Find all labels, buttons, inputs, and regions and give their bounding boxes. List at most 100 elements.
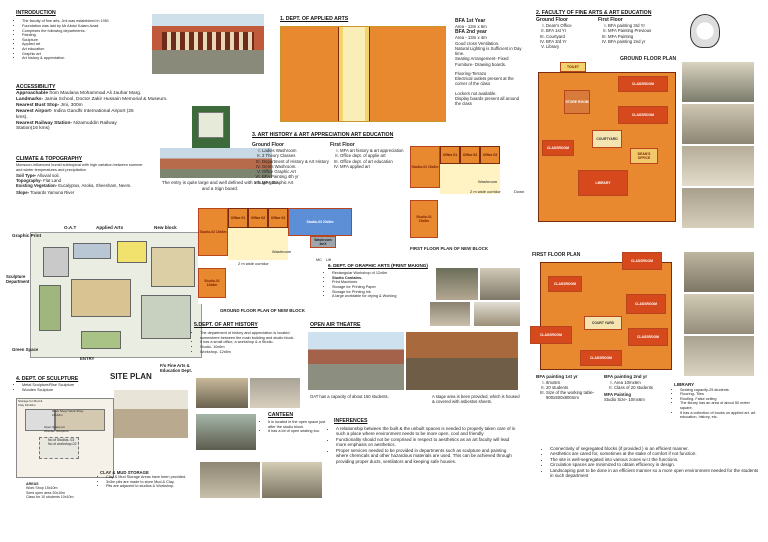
list-item: The faculty of fine arts, Jmi was establ… (22, 19, 126, 24)
list-item: MFA Painting (608, 34, 678, 39)
site-label-applied: Applied Arts (96, 225, 124, 230)
bfa-painting-1: BFA painting 1st yr 8mx5m 20 students Si… (536, 374, 600, 401)
oat-caption-1: OAT has a capacity of about 150 students… (310, 394, 389, 399)
climate-text: Monsoon-influenced humid subtropical wit… (16, 163, 143, 172)
gf-lift-label: Lift (326, 258, 332, 262)
list-item: Display boards present all around the cl… (455, 95, 520, 106)
ff-studio-01-room: Studio-01 15x8m (410, 200, 438, 238)
rail-text: Nizamuddin Railway Station(16 kms) (16, 120, 117, 132)
gf-washroom-label: Washroom (272, 249, 292, 254)
first-floor-plan-new-block: Studio-02 15x8m Office 01 Office 02 Offi… (410, 146, 520, 244)
list-item: Office dept. of applie art (340, 153, 410, 158)
toilet-room: TOILET (560, 62, 586, 72)
list-item: Wooden Sculpture (22, 388, 106, 393)
rail-label: Nearest Railway Station- (16, 120, 72, 126)
list-item: A relationship between the built & the u… (336, 426, 518, 437)
list-item: Foundation was laid by Mr Abdul Kalam Az… (22, 24, 126, 29)
graphic-photo-3 (430, 302, 470, 326)
art-history-photo-1 (196, 378, 248, 408)
entry-caption: The entry is quite large and well define… (161, 180, 279, 191)
painting-photo-5 (684, 252, 754, 292)
dept-art-title: 5.DEPT. OF ART HISTORY (194, 322, 258, 328)
list-item: Office dept. of art education (340, 159, 410, 164)
classroom-room: CLASSROOM (628, 328, 668, 346)
climate-section: CLIMATE & TOPOGRAPHY Monsoon-influenced … (16, 156, 148, 196)
office-02-room: Office 02 (248, 208, 268, 228)
painting-ground-title: Ground Floor (536, 17, 568, 23)
accessibility-title: ACCESSIBILITY (16, 84, 56, 90)
list-item: Connectivity of segregated blocks (if pr… (550, 446, 760, 451)
site-plan (30, 232, 202, 358)
list-item: Seating capacity-25 students (680, 388, 760, 393)
classroom-room: CLASSROOM (618, 76, 668, 92)
list-item: MFA Graphic Art (262, 180, 332, 185)
ff-corridor-label: 2 m wide corridor (470, 189, 501, 194)
accessibility-section: ACCESSIBILITY Approachable from Maulana … (16, 84, 184, 132)
first-floor-title: First Floor (330, 142, 355, 148)
bus-text: Jmi, 300m (59, 103, 83, 109)
list-item: Class of 20 students (614, 385, 670, 390)
building-photo (152, 14, 264, 74)
list-item: Dean's Office (546, 23, 596, 28)
list-item: MFA Painting Previous (608, 28, 678, 33)
sculpture-photo (114, 390, 188, 438)
washroom-3m: Washroom 3mX (310, 236, 336, 248)
list-item: Rectangular Workshop of 12x6m (332, 271, 420, 276)
list-item: MFA applied art (340, 164, 410, 169)
library-title: LIBRARY (674, 382, 695, 387)
arthistory-ground: Ground Floor Ladies Washroom 2 Theory Cl… (252, 142, 332, 185)
canteen-photo-1 (196, 414, 256, 450)
list-item: 20 students (546, 385, 600, 390)
list-item: Landscaping part to be done in an effici… (550, 468, 760, 479)
slope-text: Towards Yamuna River (29, 190, 75, 196)
entry-gate-photo (160, 148, 272, 178)
gf-mc-label: MC (316, 258, 322, 262)
landmarks-text: Jamia School, Doctor Zakir Hussain Memor… (43, 97, 168, 103)
list-item: Storage for Printing Paper (332, 285, 420, 290)
list-item: Electrical outlets present at the corner… (455, 76, 514, 87)
site-label-fa: F/o Fine Arts & Education Dept. (160, 363, 192, 374)
intro-title: INTRODUCTION (16, 10, 56, 16)
approach-text: from Maulana Mohammad Ali Jauhar Marg. (48, 91, 142, 97)
canteen-section: It is located in the open space just aft… (262, 420, 326, 434)
applied-title: 1. DEPT. OF APPLIED ARTS (280, 16, 349, 22)
list-item: Functionality should not be comprised in… (336, 437, 518, 448)
list-item: Comprises the following departments. (22, 29, 126, 34)
list-item: The department of history and appreciati… (200, 331, 304, 340)
list-item: Area 10mx6m (614, 380, 670, 385)
bfa2-area: Area - 13m x 4m (455, 35, 487, 41)
courtyard-room: COURTYARD (592, 130, 622, 148)
bfa1-title: BFA 1st Year (455, 18, 486, 24)
list-item: It has a collection of books on applied … (680, 411, 760, 420)
deans-office-room: DEAN'S OFFICE (630, 148, 658, 164)
slope-label: Slope- (16, 190, 30, 196)
canteen-title: CANTEEN (268, 412, 294, 418)
list-item: Clay & Mud Storage Areas have been provi… (106, 475, 198, 480)
veg-label: Existing Vegetation- (16, 183, 58, 189)
list-item: BFA 1st Yr (546, 28, 596, 33)
painting-photo-6 (684, 294, 754, 334)
list-item: Roofing- False ceiling (680, 397, 760, 402)
intro-list: The faculty of fine arts, Jmi was establ… (16, 19, 126, 61)
list-item: The library has an area of about 50 mete… (680, 401, 760, 410)
topo-text: Flat Land (41, 177, 62, 183)
ff-studio-02-room: Studio-02 15x8m (410, 146, 440, 188)
bfa-painting-2: BFA painting 2nd yr Area 10mx6m Class of… (604, 374, 670, 403)
library-section: LIBRARY Seating capacity-25 students Flo… (674, 382, 760, 420)
graphic-photo-1 (436, 268, 478, 300)
list-item: Ladies Washroom (262, 148, 332, 153)
painting-photo-2 (682, 104, 754, 144)
list-item: Gents Washroom. (262, 164, 332, 169)
applied-notes: BFA 1st Year Area - 13m x 6m BFA 2nd yea… (455, 18, 525, 106)
list-item: Sculpture (22, 38, 126, 43)
list-item: Studio- 10x6m (200, 345, 304, 350)
list-item: MFA art history & art appreciation (340, 148, 410, 153)
oat-photo-1 (308, 332, 404, 390)
list-item: Metal Sculpture/Rise Sculpture (22, 383, 106, 388)
climate-title: CLIMATE & TOPOGRAPHY (16, 156, 83, 162)
site-label-sculpture: Sculpture Department (6, 274, 30, 285)
ff-washroom-label: Washroom (478, 179, 498, 184)
sculpture-section: 4. DEPT. OF SCULPTURE Metal Sculpture/Ri… (16, 376, 106, 393)
site-label-entry: ENTRY (80, 356, 95, 361)
bfa-painting-2-title: BFA painting 2nd yr (604, 374, 648, 379)
